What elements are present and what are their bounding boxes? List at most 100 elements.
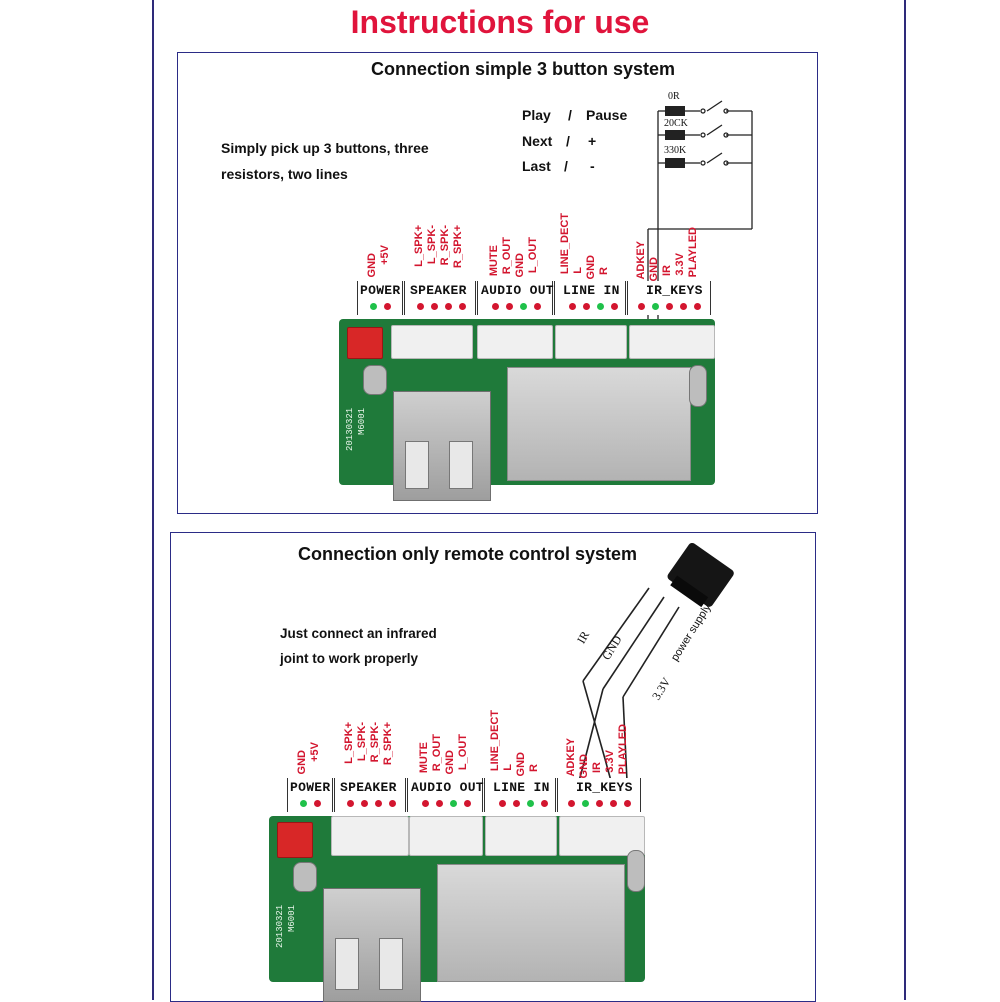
pin-label: IR [661, 265, 673, 276]
usb-slot [335, 938, 359, 990]
header-label: SPEAKER [340, 780, 397, 795]
pin-dot [431, 303, 438, 310]
pin-dot [450, 800, 457, 807]
header-audio-out: AUDIO OUT [407, 778, 484, 812]
pin-dot [389, 800, 396, 807]
pin-label: GND [366, 253, 378, 278]
pin-dot [596, 800, 603, 807]
frame-right-line [904, 0, 906, 1000]
pin-label: MUTE [488, 245, 500, 277]
capacitor [363, 365, 387, 395]
pin-dot [499, 800, 506, 807]
pin-dot [610, 800, 617, 807]
pin-label: 3.3V [674, 253, 686, 276]
pcb-silkscreen-text: M6001 [357, 407, 367, 435]
pin-dot [300, 800, 307, 807]
pin-label: LINE_DECT [559, 213, 571, 275]
ir-keys-connector [559, 816, 645, 856]
pin-label: PLAYLED [687, 227, 699, 278]
line-in-connector [555, 325, 627, 359]
button-sep: / [564, 158, 568, 174]
pin-dot [384, 303, 391, 310]
pin-dot [361, 800, 368, 807]
pin-dot [624, 800, 631, 807]
pin-dot [436, 800, 443, 807]
pin-label: R_SPK- [439, 225, 451, 266]
pin-dot [370, 303, 377, 310]
line-in-connector [485, 816, 557, 856]
mp3-board-1: GND +5V L_SPK+ L_SPK- R_SPK- R_SPK+ MUTE… [339, 213, 727, 515]
pin-label: L_SPK- [426, 225, 438, 265]
usb-slot [449, 441, 473, 489]
ir-receiver-part [627, 850, 645, 892]
pin-dot [527, 800, 534, 807]
pin-dot [568, 800, 575, 807]
pcb-silkscreen-text: 20130321 [345, 407, 355, 451]
pin-label: +5V [309, 742, 321, 762]
pin-label: R_SPK+ [452, 225, 464, 269]
pin-dot [513, 800, 520, 807]
pin-dot [464, 800, 471, 807]
button-label-play: Play [522, 107, 551, 123]
pin-dot [541, 800, 548, 807]
pcb-silkscreen-text: 20130321 [275, 904, 285, 948]
mp3-board-2: GND +5V L_SPK+ L_SPK- R_SPK- R_SPK+ MUTE… [269, 710, 657, 1002]
pin-label: +5V [379, 245, 391, 265]
pin-label: 3.3V [604, 750, 616, 773]
header-label: POWER [360, 283, 401, 298]
pin-dot [347, 800, 354, 807]
pin-label: PLAYLED [617, 724, 629, 775]
pin-label: GND [585, 255, 597, 280]
speaker-connector [391, 325, 473, 359]
header-power: POWER [357, 281, 403, 315]
audio-out-connector [477, 325, 553, 359]
page-title: Instructions for use [350, 4, 650, 40]
header-speaker: SPEAKER [404, 281, 476, 315]
pin-label: R_OUT [501, 237, 513, 275]
pin-dot [652, 303, 659, 310]
pin-dot [375, 800, 382, 807]
pin-label: GND [648, 257, 660, 282]
pin-label: GND [296, 750, 308, 775]
pin-label: L_OUT [527, 237, 539, 274]
pin-dot [582, 800, 589, 807]
pin-dot [694, 303, 701, 310]
pin-label: MUTE [418, 742, 430, 774]
header-label: SPEAKER [410, 283, 467, 298]
header-label: AUDIO OUT [481, 283, 554, 298]
button-value-minus: - [590, 158, 595, 174]
frame-left-line [152, 0, 154, 1000]
pin-label: ADKEY [565, 738, 577, 777]
resistor-label: 330K [664, 145, 687, 156]
pin-dot [506, 303, 513, 310]
pin-dot [597, 303, 604, 310]
button-sep: / [566, 133, 570, 149]
resistor-label: 20CK [664, 118, 688, 129]
pin-label: L_SPK+ [343, 722, 355, 764]
header-line-in: LINE IN [484, 778, 556, 812]
audio-out-connector [409, 816, 483, 856]
header-power: POWER [287, 778, 333, 812]
speaker-connector [331, 816, 409, 856]
header-label: POWER [290, 780, 331, 795]
pin-label: R [528, 764, 540, 772]
header-label: LINE IN [563, 283, 620, 298]
header-ir-keys: IR_KEYS [557, 778, 641, 812]
pin-dot [569, 303, 576, 310]
pin-dot [611, 303, 618, 310]
pin-label: GND [515, 752, 527, 777]
usb-slot [405, 441, 429, 489]
sd-card-slot [437, 864, 625, 982]
header-line-in: LINE IN [554, 281, 626, 315]
pin-dot [314, 800, 321, 807]
pin-dot [422, 800, 429, 807]
pin-dot [445, 303, 452, 310]
instruction-note: Just connect an infrared joint to work p… [280, 626, 437, 666]
header-ir-keys: IR_KEYS [627, 281, 711, 315]
pin-label: IR [591, 762, 603, 773]
pin-dot [680, 303, 687, 310]
instruction-note: Simply pick up 3 buttons, three resistor… [221, 140, 429, 182]
header-label: IR_KEYS [576, 780, 633, 795]
capacitor [293, 862, 317, 892]
pin-label: L [502, 764, 514, 771]
